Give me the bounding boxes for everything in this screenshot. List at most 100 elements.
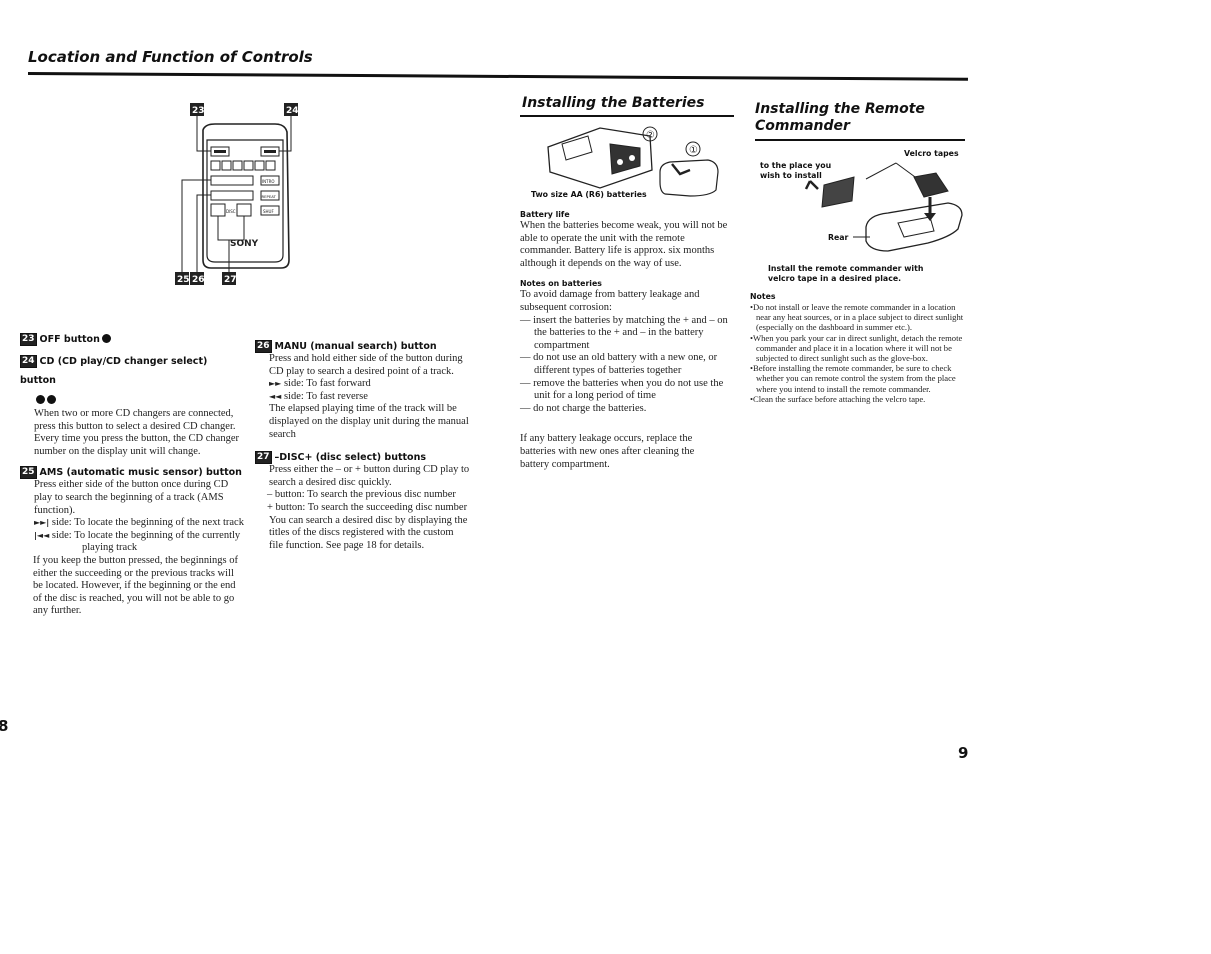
- control-note: You can search a desired disc by display…: [269, 514, 468, 551]
- remote-title-rule: [755, 139, 965, 141]
- next-track-icon: ►►|: [34, 518, 50, 528]
- side-text: To fast forward: [306, 378, 371, 390]
- control-description: Press and hold either side of the button…: [269, 353, 463, 377]
- remote-diagram: 23 24 25 26 27 DISC INTRO REPEAT SHUF SO…: [165, 100, 305, 290]
- reference-circle-icon: [36, 395, 45, 404]
- battery-notes-list: — insert the batteries by matching the +…: [520, 315, 735, 416]
- list-item: — do not use an old battery with a new o…: [520, 352, 718, 376]
- side-label: button:: [275, 501, 306, 513]
- svg-text:SHUF: SHUF: [263, 209, 274, 214]
- svg-text:REPEAT: REPEAT: [262, 194, 277, 199]
- side-description: ►►| side: To locate the beginning of the…: [20, 517, 245, 530]
- side-description: + button: To search the succeeding disc …: [255, 502, 470, 515]
- side-text: To search the succeeding disc number: [307, 501, 468, 513]
- control-title: CD (CD play/CD changer select) button: [20, 356, 208, 386]
- svg-text:INTRO: INTRO: [262, 179, 275, 184]
- side-text: To fast reverse: [306, 390, 368, 402]
- fast-forward-icon: ►►: [269, 379, 282, 389]
- prev-track-icon: |◄◄: [34, 530, 50, 540]
- list-item: •When you park your car in direct sunlig…: [750, 332, 963, 364]
- list-item: •Before installing the remote commander,…: [750, 363, 956, 394]
- control-title: MANU (manual search) button: [274, 341, 437, 352]
- list-item: — remove the batteries when you do not u…: [520, 377, 724, 402]
- battery-figure: ② ①: [540, 122, 730, 197]
- side-label: side:: [51, 529, 72, 541]
- page-number-right: 9: [958, 744, 969, 762]
- remote-title-line1: Installing the Remote: [755, 101, 925, 117]
- batteries-title-rule: [520, 115, 734, 117]
- control-description: Press either side of the button once dur…: [34, 479, 229, 516]
- header-rule: [27, 72, 968, 81]
- side-label: button:: [274, 489, 305, 501]
- reference-circle-icon: [101, 334, 111, 343]
- control-note: If you keep the button pressed, the begi…: [33, 554, 238, 617]
- remote-title-line2: Commander: [755, 118, 850, 134]
- battery-life-heading: Battery life: [520, 210, 570, 219]
- control-item-27: 27–DISC+ (disc select) buttons Press eit…: [255, 445, 470, 552]
- side-description: ◄◄ side: To fast reverse: [255, 391, 470, 404]
- place-label: to the place you wish to install: [760, 161, 832, 180]
- page-number-left: 8: [0, 717, 9, 735]
- batteries-section: Battery life When the batteries become w…: [520, 210, 735, 471]
- battery-install-illustration-icon: ② ①: [547, 126, 719, 197]
- control-title: AMS (automatic music sensor) button: [39, 467, 242, 479]
- side-label: side:: [51, 517, 72, 529]
- svg-text:25: 25: [177, 275, 190, 285]
- control-description: When two or more CD changers are connect…: [34, 408, 239, 457]
- velcro-figure: Velcro tapes to the place you wish to in…: [758, 145, 968, 260]
- control-title: OFF button: [39, 334, 100, 345]
- minus-button-glyph: –: [267, 489, 273, 501]
- reference-circle-icon: [47, 395, 56, 404]
- callout-number: 23: [20, 333, 37, 346]
- side-label: side:: [283, 390, 304, 402]
- remote-title: Installing the Remote Commander: [755, 101, 925, 135]
- page-title: Location and Function of Controls: [28, 48, 313, 66]
- svg-text:27: 27: [224, 275, 237, 285]
- control-description: Press either the – or + button during CD…: [269, 464, 470, 488]
- fast-reverse-icon: ◄◄: [269, 391, 282, 401]
- list-item: — insert the batteries by matching the +…: [520, 314, 728, 351]
- rear-label: Rear: [828, 233, 849, 242]
- list-item: •Do not install or leave the remote comm…: [750, 302, 964, 333]
- callout-number: 27: [255, 451, 272, 465]
- svg-text:DISC: DISC: [226, 209, 236, 214]
- leakage-text: If any battery leakage occurs, replace t…: [520, 433, 695, 470]
- list-item: — do not charge the batteries.: [520, 402, 647, 414]
- control-title: –DISC+ (disc select) buttons: [274, 452, 426, 464]
- battery-figure-caption: Two size AA (R6) batteries: [531, 190, 647, 199]
- battery-life-text: When the batteries become weak, you will…: [520, 220, 728, 269]
- batteries-title: Installing the Batteries: [522, 95, 705, 111]
- svg-text:SONY: SONY: [230, 239, 259, 249]
- callout-number: 26: [255, 340, 272, 353]
- list-item: •Clean the surface before attaching the …: [750, 393, 926, 404]
- side-label: side:: [283, 378, 304, 390]
- control-note: The elapsed playing time of the track wi…: [269, 403, 469, 440]
- side-text: To locate the beginning of the next trac…: [74, 517, 244, 529]
- remote-notes-heading: Notes: [750, 292, 776, 301]
- notes-on-batteries-heading: Notes on batteries: [520, 279, 602, 289]
- plus-button-glyph: +: [267, 501, 273, 513]
- remote-notes: Notes •Do not install or leave the remot…: [750, 292, 965, 404]
- callout-number: 24: [20, 355, 37, 368]
- side-text: To search the previous disc number: [307, 489, 456, 501]
- side-description: |◄◄ side: To locate the beginning of the…: [20, 530, 245, 555]
- svg-text:24: 24: [286, 106, 299, 116]
- notes-intro: To avoid damage from battery leakage and…: [520, 289, 700, 313]
- svg-text:23: 23: [192, 106, 205, 116]
- side-text: To locate the beginning of the currently…: [74, 529, 241, 554]
- svg-text:①: ①: [689, 145, 698, 156]
- velcro-figure-caption: Install the remote commander with velcro…: [768, 264, 924, 283]
- svg-text:②: ②: [646, 130, 655, 141]
- velcro-illustration-icon: [804, 162, 963, 252]
- side-description: ►► side: To fast forward: [255, 378, 470, 391]
- callout-number: 25: [20, 466, 37, 480]
- remote-illustration-icon: 23 24 25 26 27 DISC INTRO REPEAT SHUF SO…: [175, 103, 299, 285]
- velcro-label: Velcro tapes: [904, 149, 959, 158]
- svg-text:26: 26: [192, 275, 205, 285]
